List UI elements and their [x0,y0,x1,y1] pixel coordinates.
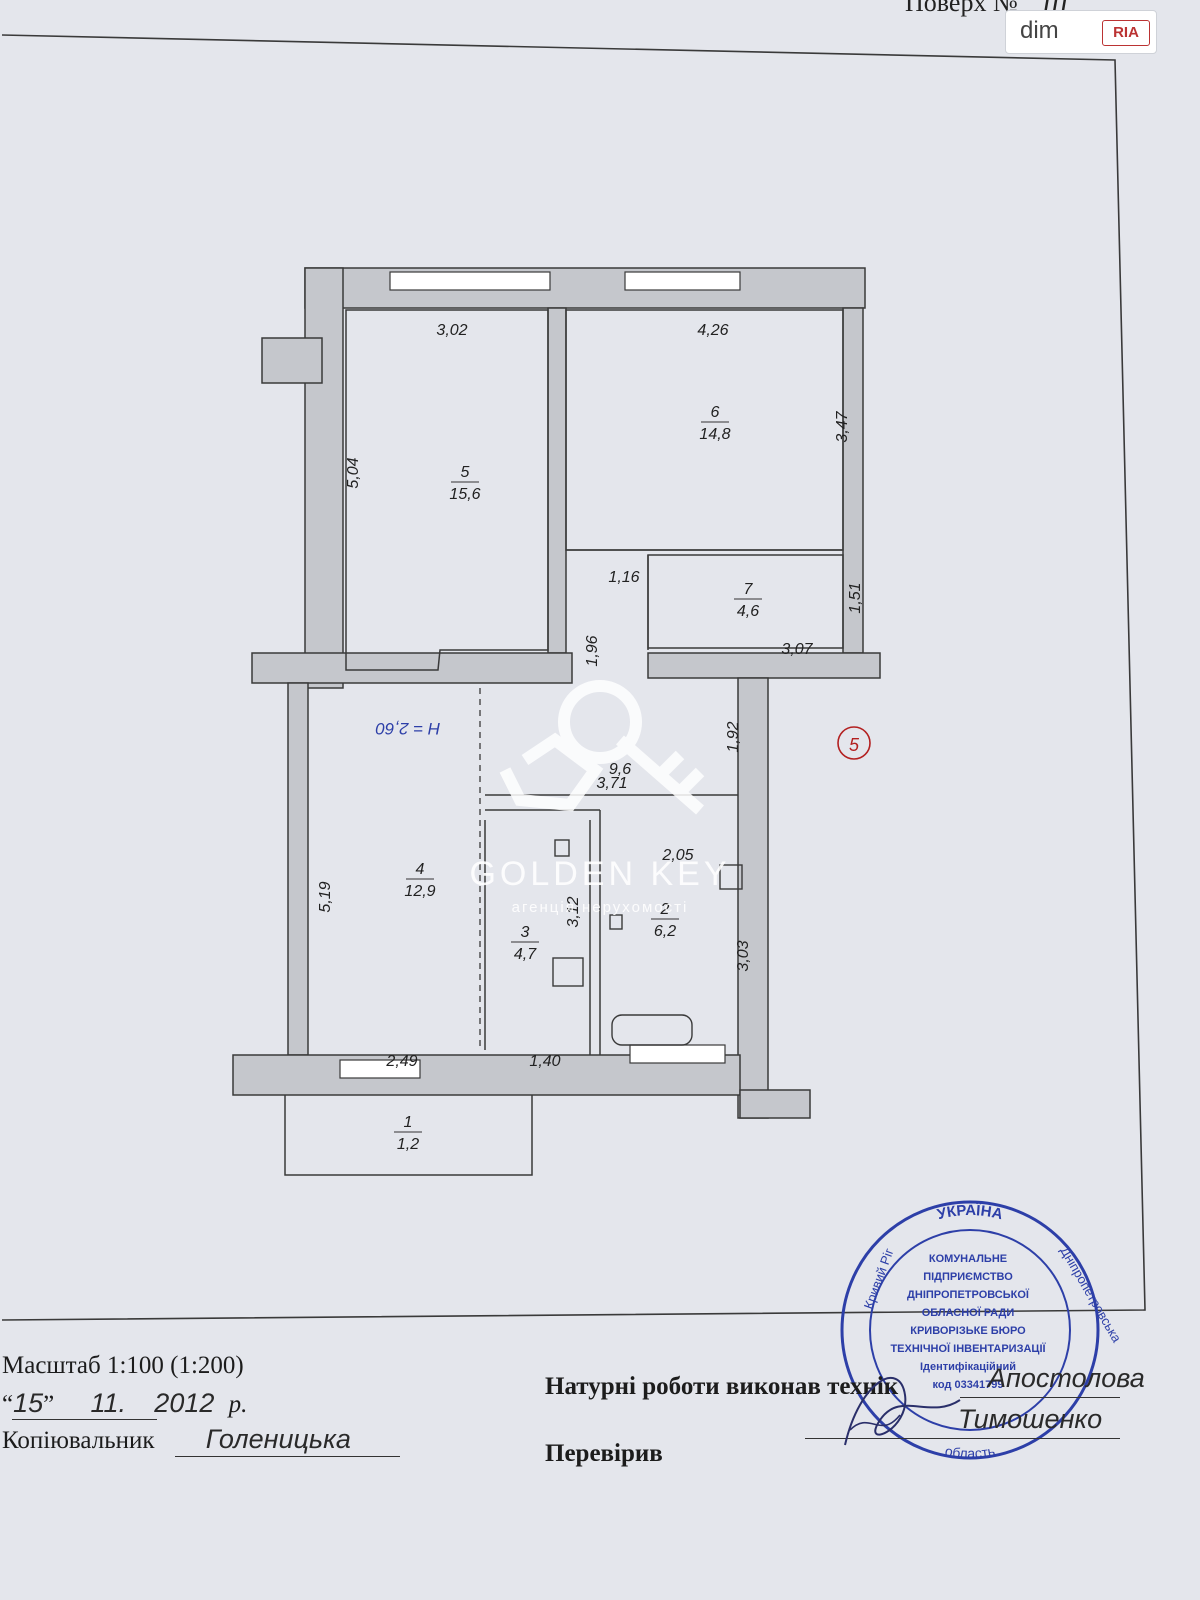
stamp-center-line: КОМУНАЛЬНЕ [929,1253,1007,1265]
room-area-2: 6,2 [654,923,676,940]
stamp-center-line: код 03341799 [933,1379,1004,1391]
stamp-center-line: ТЕХНІЧНОЇ ІНВЕНТАРИЗАЦІЇ [890,1342,1046,1355]
sheet-number-circle [837,726,871,760]
site-brand-tag: RIA [1102,20,1150,46]
date-line: “15” 11. 2012 р. [2,1388,248,1418]
dimension-label: 1,16 [608,569,639,586]
stamp-center-line: ОБЛАСНОЇ РАДИ [922,1306,1015,1319]
room-number-4: 4 [416,861,425,878]
walls [232,267,881,1119]
room-area-4: 12,9 [404,883,435,900]
room-area-5: 15,6 [449,486,480,503]
dimension-label: 2,49 [385,1053,417,1070]
stamp-center-text: КОМУНАЛЬНЕ ПІДПРИЄМСТВО ДНІПРОПЕТРОВСЬКОЇ О… [890,1253,1046,1391]
fieldwork-line: Натурні роботи виконав технік [545,1373,898,1401]
fieldwork-underline [960,1397,1120,1398]
copier-underline [175,1456,400,1457]
toilet-fixture [719,864,743,890]
stamp-center-line: ДНІПРОПЕТРОВСЬКОЇ [907,1288,1030,1301]
copier-name: Голеницька [205,1424,351,1454]
dimension-label: 3,07 [781,641,813,658]
sink-fixture [554,839,570,857]
room-number-7: 7 [744,581,754,598]
dimension-label: 2,05 [661,847,693,864]
date-month: 11. [90,1388,127,1418]
stamp-center-line: Ідентифікаційний [920,1361,1016,1373]
room-number-3: 3 [521,924,530,941]
dimension-label: 1,92 [725,721,742,752]
dimension-label: 3,02 [436,322,467,339]
scale-label: Масштаб 1:100 (1:200) [2,1352,244,1379]
checked-underline [805,1438,1120,1439]
dimension-label: 5,04 [345,457,362,488]
fieldwork-name: Апостолова [988,1363,1145,1393]
copier-line: Копіювальник Голеницька [2,1424,351,1455]
floor-label: Поверх № [905,0,1018,17]
ceiling-height-label: Н = 2,60 [375,719,440,738]
dimension-label: 1,40 [529,1053,560,1070]
room-number-5: 5 [461,464,470,481]
room-area-6: 14,8 [699,426,730,443]
svg-text:УКРАЇНА: УКРАЇНА [935,1202,1004,1223]
room-number-2: 2 [660,901,670,918]
dimension-label: 3,12 [565,896,582,927]
bathtub-fixture [611,1014,693,1046]
checked-label: Перевірив [545,1440,663,1467]
checked-name: Тимошенко [958,1404,1103,1434]
dimension-label: 3,03 [735,940,752,971]
dimension-label: 1,51 [847,582,864,613]
sheet-border [1,34,1146,1321]
date-suffix: р. [228,1391,248,1418]
room-number-1: 1 [404,1114,413,1131]
sheet-number: 5 [849,735,860,755]
fixtures [552,839,743,1046]
date-year: 2012 [154,1388,215,1418]
date-underline [12,1419,157,1420]
copier-label: Копіювальник [2,1427,155,1454]
dimension-label: 5,19 [317,881,334,912]
windows [339,271,741,1079]
site-brand-text: dim [1020,17,1059,44]
site-badge[interactable]: dim RIA [1005,10,1157,54]
date-day: 15 [13,1388,44,1418]
stamp-ring-bottom: область [944,1443,997,1462]
stove-fixture [552,957,584,987]
dimension-label: 3,47 [834,410,851,442]
room-area-7: 4,6 [737,603,759,620]
room-area-1: 1,2 [397,1136,419,1153]
basin-fixture [609,914,623,930]
stamp-center-line: ПІДПРИЄМСТВО [923,1271,1013,1283]
fieldwork-label: Натурні роботи виконав технік [545,1373,899,1400]
room-area-3: 4,7 [514,946,537,963]
room-number-6: 6 [711,404,720,421]
stamp-ring-top: УКРАЇНА [935,1202,1004,1223]
svg-text:область: область [944,1443,997,1462]
stamp-center-line: КРИВОРІЗЬКЕ БЮРО [910,1325,1026,1337]
dimension-label: 4,26 [697,322,728,339]
dimension-label: 1,96 [584,635,601,666]
